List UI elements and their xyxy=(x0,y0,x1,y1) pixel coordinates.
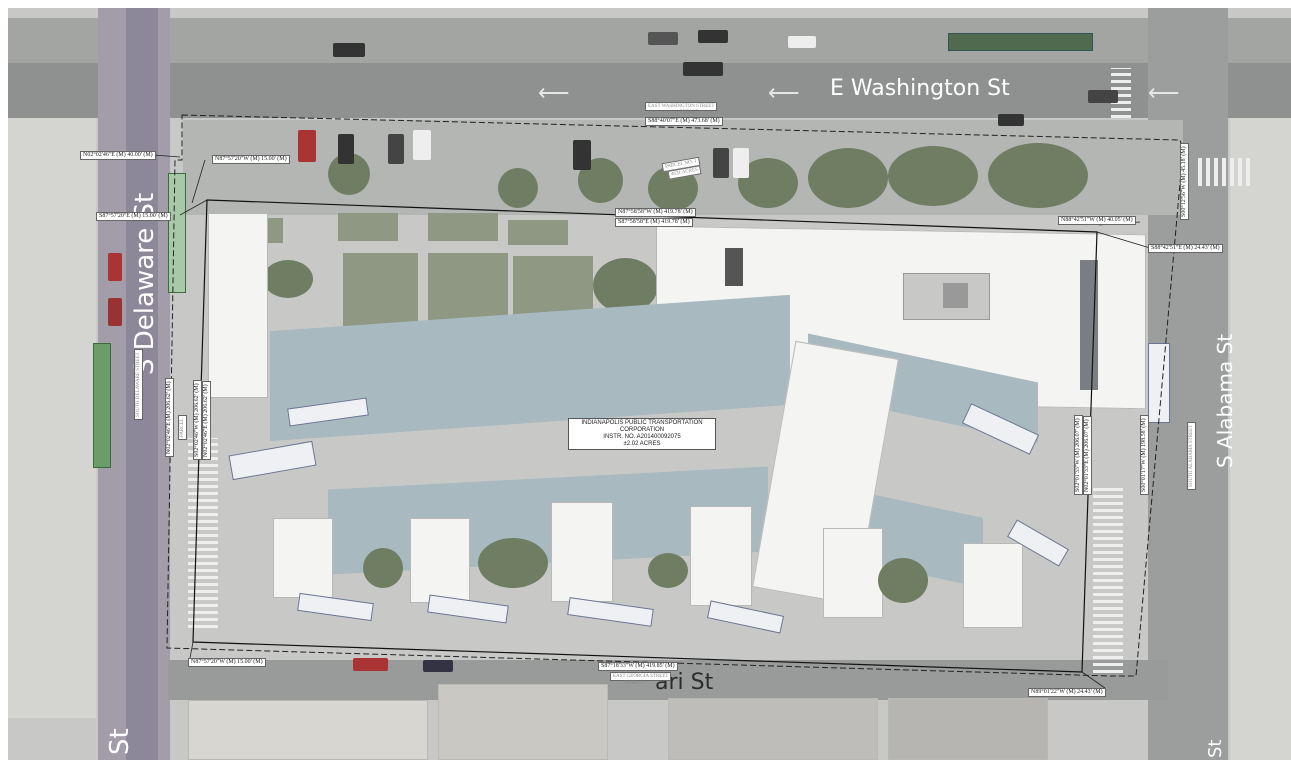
street-car xyxy=(333,43,365,57)
lawn xyxy=(428,253,508,323)
street-car xyxy=(788,36,816,48)
crosswalk-top-right xyxy=(1198,158,1253,186)
parcel-area: ±2.02 ACRES xyxy=(623,441,661,447)
lawn xyxy=(428,213,498,241)
parcel-instrument: INSTR. NO. A201400092075 xyxy=(603,434,681,440)
streetcar-delaware-north xyxy=(168,173,186,293)
street-name-tag: PUBLIC xyxy=(680,110,698,115)
bus-bay-building xyxy=(690,506,752,606)
lawn xyxy=(513,256,593,316)
parked-car xyxy=(573,140,591,170)
crosswalk-right-bottom xyxy=(1093,488,1123,673)
washington-street-label: E Washington St xyxy=(830,76,1010,101)
bearing-label: N02°02'46"E (M) 40.00' (M) xyxy=(80,151,156,160)
tree xyxy=(878,558,928,603)
parked-car xyxy=(733,148,749,178)
street-car xyxy=(353,658,388,671)
bearing-label: N87°57'20"W (M) 15.00' (M) xyxy=(212,155,290,164)
street-car xyxy=(648,32,678,45)
tree xyxy=(263,260,313,298)
street-name-tag: EAST GEORGIA STREET xyxy=(610,672,672,681)
bus-bay-building xyxy=(410,518,470,603)
tree xyxy=(498,168,538,208)
bearing-label: N02°01'33"E (M) 206.07' (M) xyxy=(1083,416,1092,495)
bearing-label: N02°02'46"E (M) 206.62' (M) xyxy=(202,381,211,460)
street-name-tag: EAST WASHINGTON STREET xyxy=(645,102,718,111)
rooftop-panel xyxy=(725,248,743,286)
streetcar-delaware xyxy=(93,343,111,468)
bus-bay-building xyxy=(273,518,333,598)
left-sidewalk xyxy=(8,118,96,718)
bearing-label: N87°58'58"W (M) 419.78' (M) xyxy=(615,208,696,217)
streetcar xyxy=(948,33,1093,51)
tree xyxy=(888,146,978,206)
bearing-label: S02°02'46"W (M) 206.62' (M) xyxy=(193,380,202,460)
bearing-label: S87°58'58"E (M) 419.78' (M) xyxy=(615,218,693,227)
leader-line xyxy=(189,641,194,659)
bus-bay-building xyxy=(823,528,883,618)
bearing-label: N89°01'22"W (M) 24.43' (M) xyxy=(1028,688,1106,697)
street-car xyxy=(698,30,728,43)
bearing-label: S87°18'33"W (M) 419.85' (M) xyxy=(598,662,678,671)
building-south xyxy=(438,684,608,760)
lane-arrow-icon: ⟵ xyxy=(538,80,570,105)
lane-arrow-icon: ⟵ xyxy=(768,80,800,105)
tree xyxy=(478,538,548,588)
right-sidewalk xyxy=(1230,118,1291,760)
tree xyxy=(808,148,888,208)
bus-bay-building xyxy=(551,502,613,602)
parcel-tag: PARCEL xyxy=(178,415,187,440)
street-name-tag: SOUTH ALABAMA STREET xyxy=(1187,421,1196,490)
lawn xyxy=(508,220,568,245)
tree xyxy=(363,548,403,588)
leader-line xyxy=(191,159,206,204)
parcel-owner: INDIANAPOLIS PUBLIC TRANSPORTATION CORPO… xyxy=(581,420,703,433)
aerial-map[interactable]: ⟵ ⟵ ⟵ xyxy=(8,8,1291,760)
bearing-label: S00°12'56"W (M) 45.18' (M) xyxy=(1180,143,1189,220)
street-car xyxy=(1088,90,1118,103)
bearing-label: N87°57'20"W (M) 15.00' (M) xyxy=(188,658,266,667)
bus-bay-building xyxy=(963,543,1023,628)
parked-car xyxy=(338,134,354,164)
street-car xyxy=(683,62,723,76)
tree xyxy=(988,143,1088,208)
leader-line xyxy=(179,199,208,216)
street-name-tag: SOUTH DELAWARE STREET xyxy=(134,349,143,420)
bearing-label: S00°01'17"W (M) 198.58' (M) xyxy=(1140,415,1149,495)
lane-arrow-icon: ⟵ xyxy=(1148,80,1180,105)
bearing-label: S87°57'20"E (M) 15.00' (M) xyxy=(96,212,171,221)
leader-line xyxy=(152,154,181,158)
street-car xyxy=(108,298,122,326)
parked-car xyxy=(388,134,404,164)
bearing-label: S02°01'33"W (M) 206.07' (M) xyxy=(1074,415,1083,495)
leader-line xyxy=(1096,231,1151,249)
lawn xyxy=(338,213,398,241)
leader-line xyxy=(1081,671,1106,689)
parcel-info-box: INDIANAPOLIS PUBLIC TRANSPORTATION CORPO… xyxy=(568,418,716,450)
street-car xyxy=(998,114,1024,126)
rooftop-unit xyxy=(943,283,968,308)
street-name-tag: PUBLIC xyxy=(625,681,643,686)
street-car xyxy=(423,660,453,672)
parked-car xyxy=(413,130,431,160)
rooftop-panel xyxy=(1080,260,1098,390)
bearing-label: S88°40'07"E (M) 473.68' (M) xyxy=(645,117,723,126)
bearing-label: N88°42'51"W (M) 40.05' (M) xyxy=(1058,216,1136,225)
bearing-label: S88°42'51"E (M) 24.43' (M) xyxy=(1148,244,1223,253)
tree xyxy=(648,553,688,588)
bearing-label: N02°02'46"E (M) 206.62' (M) xyxy=(165,378,174,457)
crosswalk-top-left xyxy=(1111,68,1131,118)
parked-car xyxy=(298,130,316,162)
building-south xyxy=(668,698,878,760)
parked-car xyxy=(713,148,729,178)
outer-boundary xyxy=(166,114,1184,677)
street-car xyxy=(108,253,122,281)
plaza-kiosk-left xyxy=(208,213,268,398)
crosswalk-left xyxy=(188,438,218,628)
